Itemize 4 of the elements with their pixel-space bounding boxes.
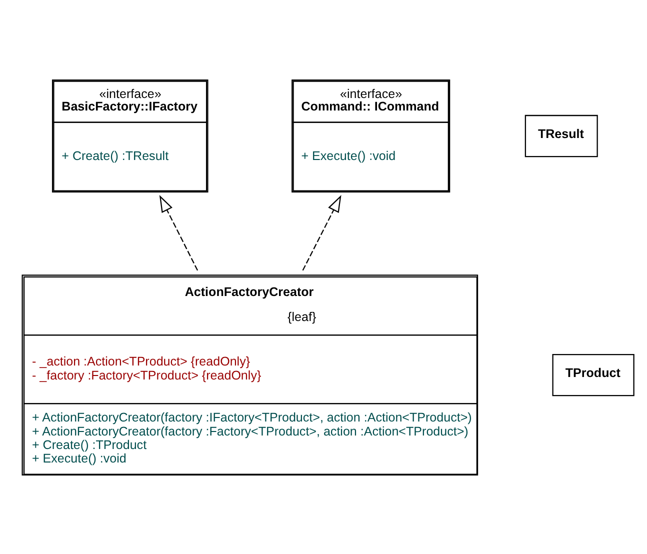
node-box: TResult <box>524 114 598 157</box>
node-box: TProduct <box>552 353 634 396</box>
arrow <box>302 194 342 270</box>
arrow <box>159 194 198 270</box>
